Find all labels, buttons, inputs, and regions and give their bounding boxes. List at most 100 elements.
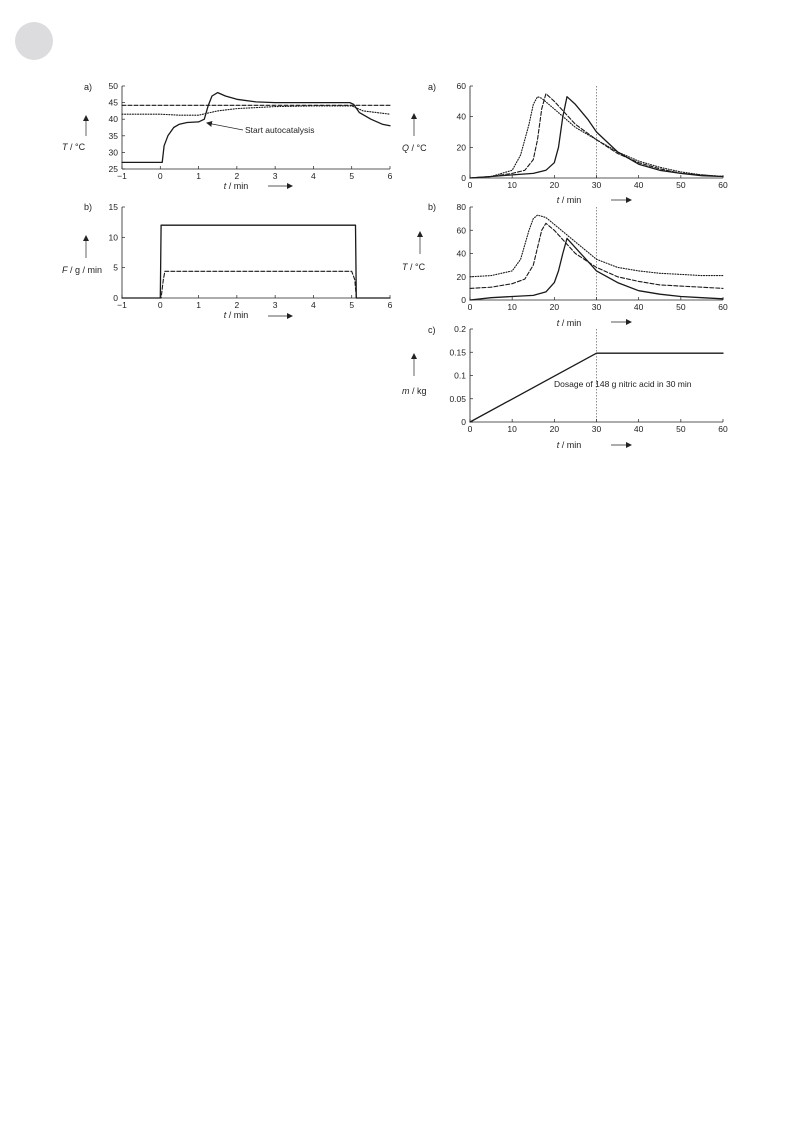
y-axis-label: m / kg	[402, 386, 427, 396]
x-tick-label: −1	[117, 171, 127, 181]
x-tick-label: 20	[550, 180, 560, 190]
series-line-solid	[469, 352, 724, 423]
x-axis-variable: t	[557, 318, 560, 328]
y-axis-unit: / °C	[409, 143, 427, 153]
x-axis-variable: t	[224, 181, 227, 191]
y-tick-label: 60	[457, 81, 467, 91]
x-axis-label: t / min	[557, 195, 582, 205]
y-tick-label: 15	[109, 202, 119, 212]
y-axis-variable: Q	[402, 143, 409, 153]
x-tick-label: −1	[117, 300, 127, 310]
y-tick-label: 10	[109, 232, 119, 242]
y-tick-label: 50	[109, 81, 119, 91]
x-tick-label: 0	[158, 171, 163, 181]
series-line-dashed	[121, 270, 391, 299]
x-tick-label: 10	[507, 424, 517, 434]
x-tick-label: 50	[676, 302, 686, 312]
y-tick-label: 0	[461, 295, 466, 305]
x-tick-label: 3	[273, 300, 278, 310]
y-tick-label: 0	[461, 417, 466, 427]
annotation-text: Start autocatalysis	[245, 125, 314, 135]
y-axis-unit: / g / min	[68, 265, 103, 275]
x-tick-label: 30	[592, 180, 602, 190]
y-tick-label: 35	[109, 131, 119, 141]
series-line-solid	[469, 96, 724, 179]
x-axis-variable: t	[557, 440, 560, 450]
x-tick-label: 40	[634, 180, 644, 190]
y-axis-unit: / °C	[408, 262, 426, 272]
y-tick-label: 0.2	[454, 324, 466, 334]
y-tick-label: 40	[457, 249, 467, 259]
x-tick-label: 1	[196, 300, 201, 310]
x-tick-label: 30	[592, 424, 602, 434]
y-axis-variable: F	[62, 265, 68, 275]
y-axis-label: F / g / min	[62, 265, 102, 275]
x-tick-label: 0	[158, 300, 163, 310]
x-tick-label: 10	[507, 180, 517, 190]
y-axis-variable: T	[62, 142, 69, 152]
x-tick-label: 4	[311, 171, 316, 181]
x-tick-label: 0	[468, 180, 473, 190]
x-tick-label: 4	[311, 300, 316, 310]
x-tick-label: 1	[196, 171, 201, 181]
y-tick-label: 25	[109, 164, 119, 174]
series-line-dashed	[469, 93, 724, 179]
x-axis-variable: t	[224, 310, 227, 320]
series-line-solid	[121, 91, 391, 164]
x-tick-label: 5	[349, 171, 354, 181]
y-axis-label: T / °C	[62, 142, 86, 152]
x-axis-unit: / min	[559, 440, 581, 450]
x-tick-label: 6	[388, 171, 393, 181]
y-tick-label: 45	[109, 98, 119, 108]
y-axis-unit: / kg	[410, 386, 427, 396]
page-number-badge	[15, 22, 53, 60]
x-axis-label: t / min	[224, 181, 249, 191]
y-tick-label: 60	[457, 225, 467, 235]
x-axis-variable: t	[557, 195, 560, 205]
x-tick-label: 60	[718, 180, 728, 190]
x-tick-label: 6	[388, 300, 393, 310]
x-axis-label: t / min	[557, 440, 582, 450]
series-line-dotted	[469, 96, 724, 179]
y-tick-label: 0.1	[454, 371, 466, 381]
series-line-solid	[469, 237, 724, 301]
x-axis-unit: / min	[559, 195, 581, 205]
y-tick-label: 0	[461, 173, 466, 183]
annotation-arrow	[206, 121, 244, 131]
y-tick-label: 80	[457, 202, 467, 212]
y-tick-label: 30	[109, 147, 119, 157]
x-tick-label: 50	[676, 424, 686, 434]
y-tick-label: 20	[457, 142, 467, 152]
x-tick-label: 60	[718, 302, 728, 312]
x-tick-label: 0	[468, 302, 473, 312]
y-axis-variable: m	[402, 386, 410, 396]
x-tick-label: 30	[592, 302, 602, 312]
series-line-dashed	[469, 222, 724, 289]
x-axis-label: t / min	[557, 318, 582, 328]
y-tick-label: 5	[113, 263, 118, 273]
x-tick-label: 20	[550, 424, 560, 434]
x-axis-unit: / min	[559, 318, 581, 328]
panel-letter: b)	[428, 202, 436, 212]
series-line-dotted	[469, 214, 724, 278]
y-axis-variable: T	[402, 262, 409, 272]
x-axis-label: t / min	[224, 310, 249, 320]
x-tick-label: 5	[349, 300, 354, 310]
y-axis-label: Q / °C	[402, 143, 427, 153]
y-tick-label: 20	[457, 272, 467, 282]
x-tick-label: 50	[676, 180, 686, 190]
y-tick-label: 0.15	[449, 347, 466, 357]
y-tick-label: 40	[457, 112, 467, 122]
x-axis-unit: / min	[226, 310, 248, 320]
y-tick-label: 0	[113, 293, 118, 303]
y-axis-unit: / °C	[68, 142, 86, 152]
x-axis-unit: / min	[226, 181, 248, 191]
x-tick-label: 2	[234, 171, 239, 181]
y-tick-label: 0.05	[449, 394, 466, 404]
x-tick-label: 40	[634, 302, 644, 312]
